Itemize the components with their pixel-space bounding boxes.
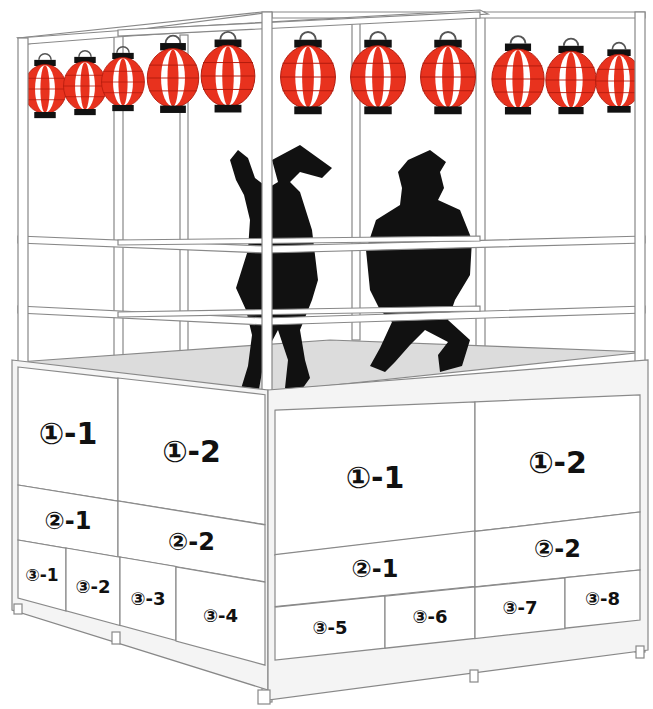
panel-3: ③-6 [385, 587, 475, 648]
panel-1: ①-2 [475, 395, 640, 531]
panel-3: ③-2 [66, 548, 120, 626]
panel-number: ③-1 [25, 567, 58, 584]
panel-number: ①-1 [346, 463, 405, 493]
panel-number: ③-8 [585, 590, 620, 608]
panel-number: ②-2 [168, 530, 215, 554]
panel-number: ①-1 [39, 419, 98, 449]
panel-number: ③-3 [130, 590, 165, 608]
panel-3: ③-5 [275, 596, 385, 660]
panel-3: ③-3 [120, 557, 176, 641]
panel-3: ③-4 [176, 567, 265, 665]
panel-number: ②-2 [534, 537, 581, 561]
panel-3: ③-8 [565, 570, 640, 628]
panel-3: ③-1 [18, 540, 66, 611]
panel-number: ③-2 [75, 578, 110, 596]
panel-number: ③-4 [203, 607, 238, 625]
panel-number: ①-2 [162, 437, 221, 467]
panel-1: ①-1 [275, 402, 475, 555]
panel-number: ③-7 [502, 599, 537, 617]
panel-number: ③-5 [312, 619, 347, 637]
panel-number: ①-2 [528, 448, 587, 478]
panel-1: ①-2 [118, 378, 265, 525]
panel-1: ①-1 [18, 367, 118, 501]
panel-number: ③-6 [412, 608, 447, 626]
panel-3: ③-7 [475, 578, 565, 638]
panel-number: ②-1 [352, 557, 399, 581]
panel-number: ②-1 [45, 509, 92, 533]
